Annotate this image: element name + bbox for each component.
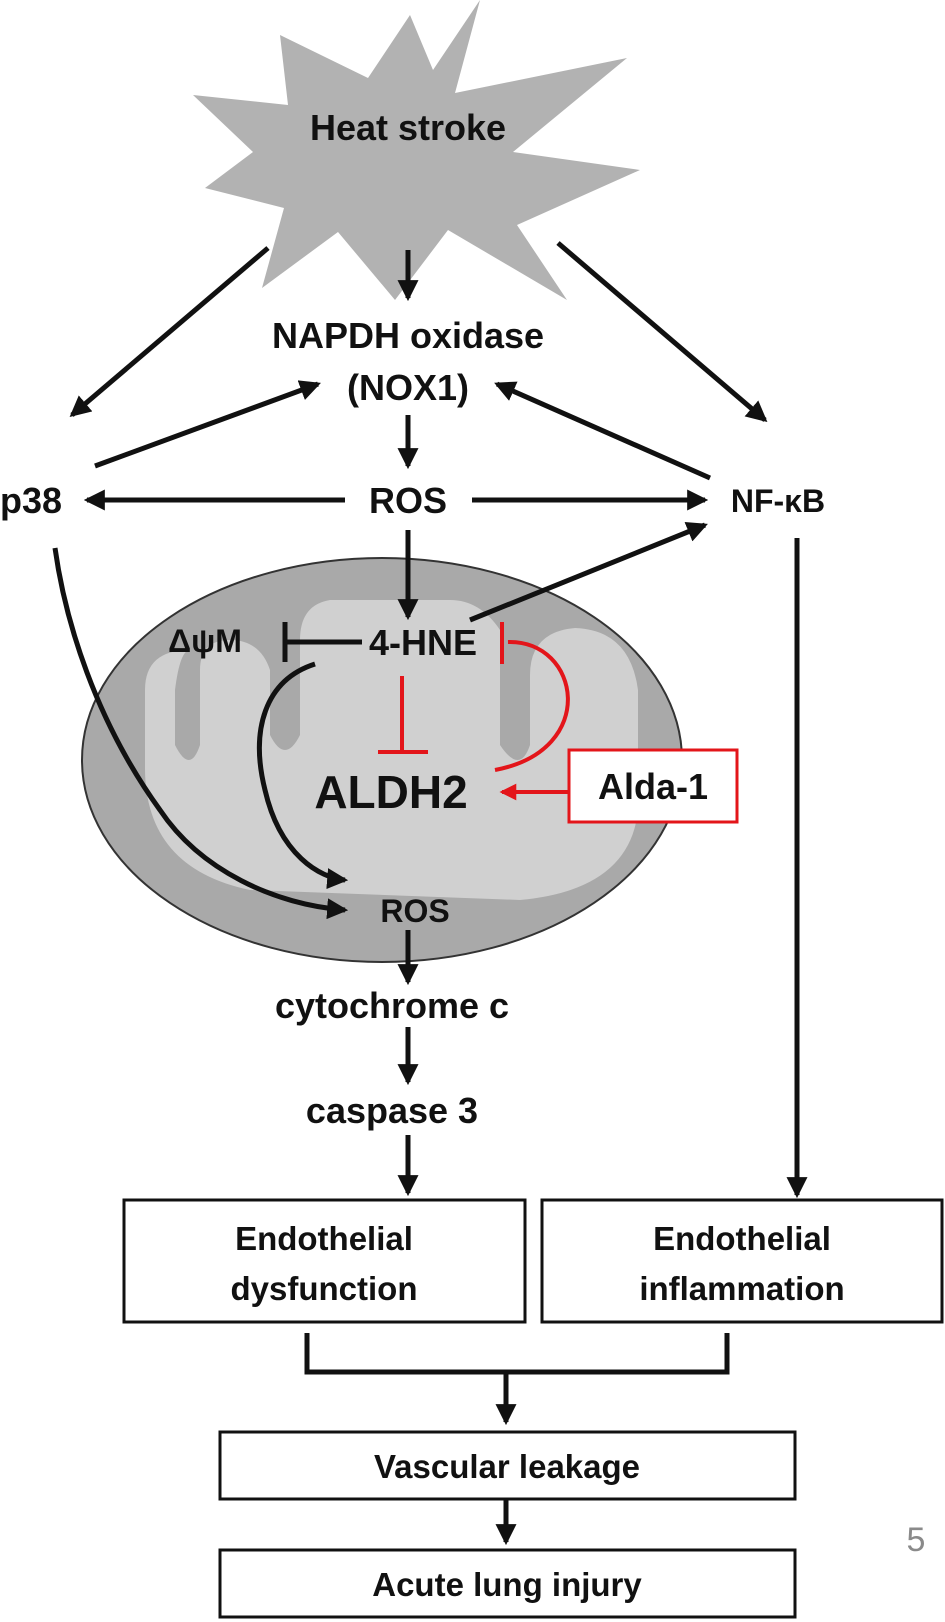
vascular-leakage-box	[218, 1430, 797, 1501]
vascular-leakage-label: Vascular leakage	[374, 1448, 640, 1485]
nox1-label: (NOX1)	[347, 367, 469, 408]
endothelial-inflammation-box	[540, 1198, 944, 1324]
ros-mitochondrial-label: ROS	[380, 893, 449, 929]
endothelial-dysfunction-box	[122, 1198, 527, 1324]
acute-lung-injury-box	[218, 1548, 797, 1619]
napdh-oxidase-label: NAPDH oxidase	[272, 315, 544, 356]
endothelial-inflammation-line1: Endothelial	[653, 1220, 831, 1257]
aldh2-label: ALDH2	[314, 766, 467, 818]
page-number: 5	[907, 1521, 926, 1559]
p38-label: p38	[0, 480, 62, 521]
endothelial-dysfunction-line2: dysfunction	[231, 1270, 418, 1307]
hne-inhibits-delta-psi	[282, 622, 362, 662]
red-interactions	[378, 622, 570, 801]
delta-psi-label: ΔψM	[168, 623, 242, 659]
alda1-box	[567, 748, 739, 824]
caspase-3-label: caspase 3	[306, 1090, 478, 1131]
acute-lung-injury-label: Acute lung injury	[372, 1566, 642, 1603]
heat-stroke-burst	[193, 0, 640, 300]
ros-cytosolic-label: ROS	[369, 480, 447, 521]
cytochrome-c-label: cytochrome c	[275, 985, 509, 1026]
endothelial-dysfunction-line1: Endothelial	[235, 1220, 413, 1257]
merge-bracket	[304, 1333, 730, 1375]
heat-stroke-label: Heat stroke	[310, 107, 506, 148]
alda1-label: Alda-1	[598, 766, 708, 807]
nfkb-label: NF-κB	[731, 483, 825, 519]
hne-label: 4-HNE	[369, 622, 477, 663]
endothelial-inflammation-line2: inflammation	[639, 1270, 844, 1307]
aldh2-inhibits-hne	[494, 639, 570, 772]
activation-arrows	[52, 241, 808, 1546]
